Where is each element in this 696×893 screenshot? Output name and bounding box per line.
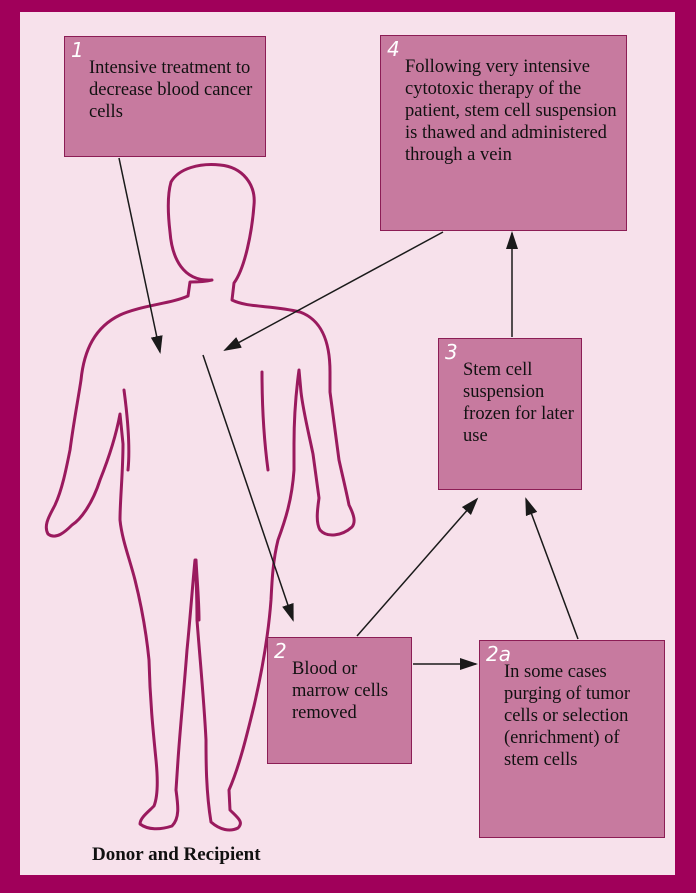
arrow-body-to-step2 bbox=[203, 355, 293, 620]
figure-caption: Donor and Recipient bbox=[92, 844, 261, 866]
arrow-step2-to-step3 bbox=[357, 499, 477, 636]
step-4-text: Following very intensive cytotoxic thera… bbox=[405, 56, 620, 166]
step-3-number: 3 bbox=[445, 341, 458, 363]
right-arm-inner-line bbox=[262, 372, 268, 470]
step-4-number: 4 bbox=[387, 38, 400, 60]
step-2a-text: In some cases purging of tumor cells or … bbox=[504, 661, 658, 771]
arrow-step1-to-body bbox=[119, 158, 160, 352]
step-3-text: Stem cell suspension frozen for later us… bbox=[463, 359, 575, 447]
arrow-step4-to-body bbox=[225, 232, 443, 350]
step-3-box: 3 Stem cell suspension frozen for later … bbox=[438, 338, 582, 490]
arrow-step2a-to-step3 bbox=[526, 499, 578, 639]
step-2-box: 2 Blood or marrow cells removed bbox=[267, 637, 412, 764]
left-arm-inner-line bbox=[124, 390, 129, 470]
step-2-text: Blood or marrow cells removed bbox=[292, 658, 405, 724]
step-1-number: 1 bbox=[71, 39, 84, 61]
step-2-number: 2 bbox=[274, 640, 287, 662]
step-1-text: Intensive treatment to decrease blood ca… bbox=[89, 57, 259, 123]
step-4-box: 4 Following very intensive cytotoxic the… bbox=[380, 35, 627, 231]
step-1-box: 1 Intensive treatment to decrease blood … bbox=[64, 36, 266, 157]
step-2a-box: 2a In some cases purging of tumor cells … bbox=[479, 640, 665, 838]
